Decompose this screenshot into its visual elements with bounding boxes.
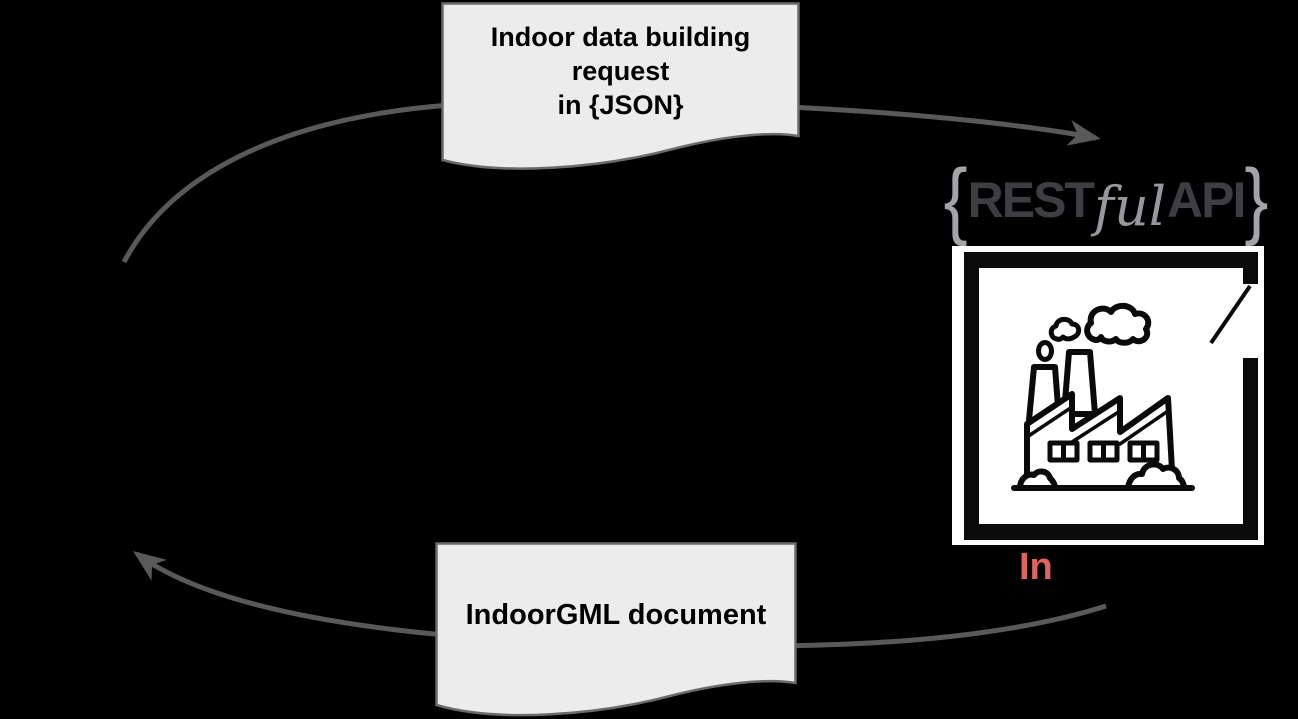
response-document-label: IndoorGML document [435,598,797,632]
document-outline [441,2,800,170]
brace-right-glyph: } [1244,152,1269,248]
document-shape [441,2,800,170]
document-outline [435,542,797,717]
document-label-line: request [571,56,670,86]
logo-api-text: API [1167,172,1246,228]
infactory-box-art [964,252,1258,540]
document-label-line: IndoorGML document [465,599,767,631]
document-label-line: in {JSON} [557,90,684,120]
logo-rest-text: REST [967,172,1095,228]
brace-left-glyph: { [943,152,968,248]
infactory-box [952,246,1264,545]
document-shape [435,542,797,717]
document-label-line: Indoor data building [490,22,751,52]
photo-frame-icon [964,252,1258,540]
request-document-label: Indoor data building request in {JSON} [441,20,800,122]
frame-diagonal-line [1209,284,1252,345]
response-document: IndoorGML document [435,542,797,719]
infactory-in-label: In [1019,546,1053,588]
request-document: Indoor data building request in {JSON} [441,2,800,180]
factory-icon [1011,302,1195,491]
restful-api-logo: { REST ful API } [938,152,1274,248]
logo-ful-text: ful [1093,174,1167,238]
